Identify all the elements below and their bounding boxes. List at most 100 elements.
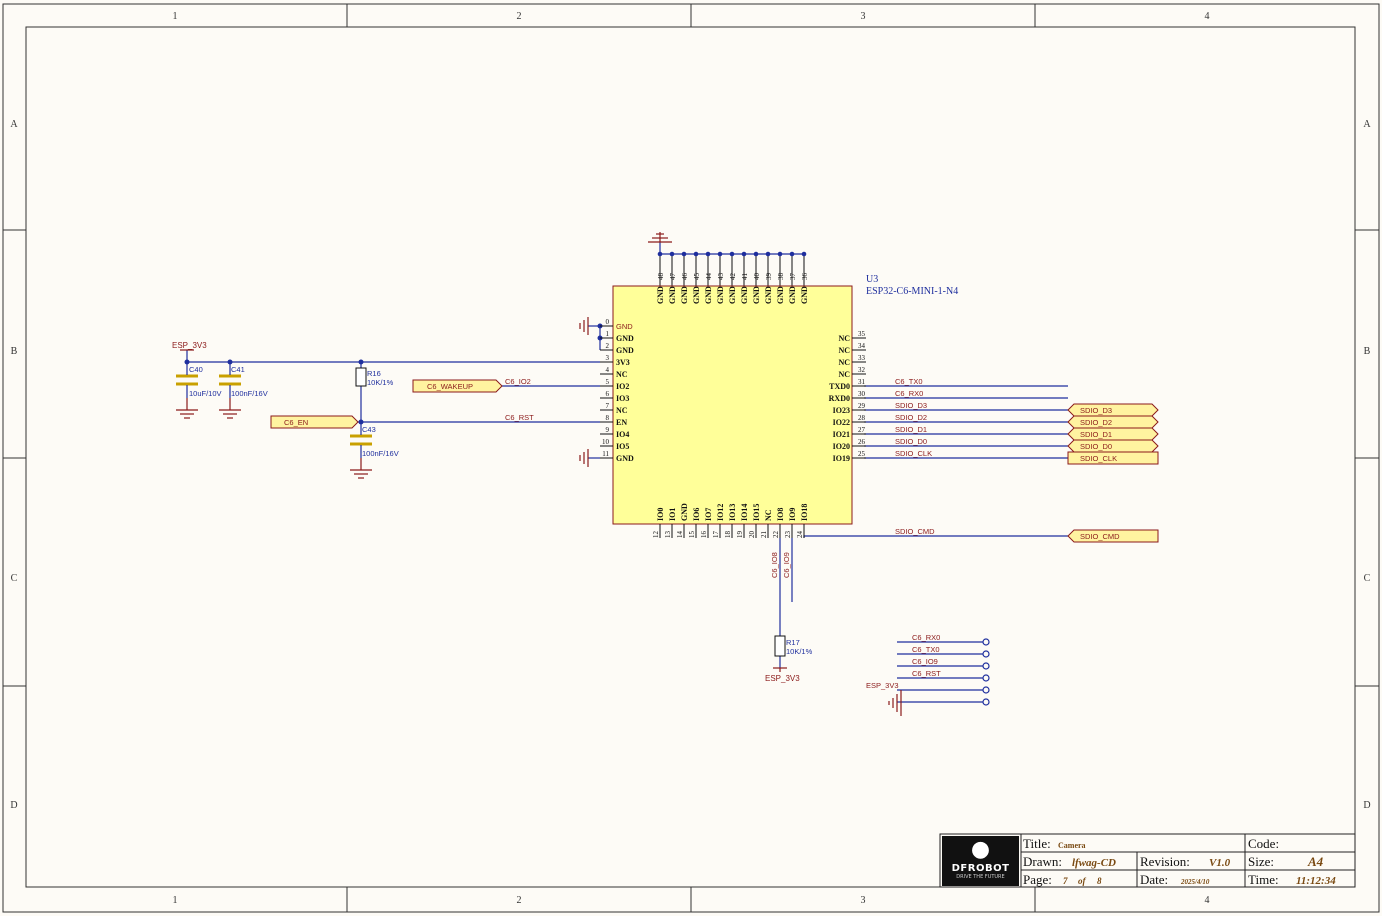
pin-name-right-32: NC xyxy=(838,370,850,379)
net-sdio-d0: SDIO_D0 xyxy=(895,437,927,446)
row-label-left-a: A xyxy=(10,119,18,130)
pin-num-left-2: 2 xyxy=(606,342,610,350)
drawn-label: Drawn: xyxy=(1023,854,1062,869)
pin-num-top-47: 47 xyxy=(669,273,677,281)
cap-c40-ref: C40 xyxy=(189,365,203,374)
pin-name-left-4: NC xyxy=(616,370,628,379)
junction-top-45 xyxy=(693,251,699,257)
pin-num-bottom-13: 13 xyxy=(664,531,672,539)
row-label-right-c: C xyxy=(1364,573,1371,584)
cap-c43-value: 100nF/16V xyxy=(362,449,399,458)
pin-name-left-6: IO3 xyxy=(616,394,629,403)
pin-name-right-29: IO23 xyxy=(833,406,850,415)
pin-num-left-6: 6 xyxy=(606,390,610,398)
pin-num-right-35: 35 xyxy=(858,330,866,338)
pin-num-right-31: 31 xyxy=(858,378,866,386)
junction-top-37 xyxy=(789,251,795,257)
time-label: Time: xyxy=(1248,872,1279,887)
pin-name-bottom-18: IO13 xyxy=(728,504,737,521)
pin-num-top-40: 40 xyxy=(753,273,761,281)
pin-name-top-45: GND xyxy=(692,286,701,304)
port-c6-wakeup-label: C6_WAKEUP xyxy=(427,382,473,391)
pin-num-right-26: 26 xyxy=(858,438,866,446)
pin-name-top-38: GND xyxy=(776,286,785,304)
col-label-bottom-3: 3 xyxy=(861,895,866,906)
power-flag-esp3v3-r17 xyxy=(773,667,787,672)
pin-num-right-25: 25 xyxy=(858,450,866,458)
pin-name-bottom-13: IO1 xyxy=(668,508,677,521)
pin-num-top-46: 46 xyxy=(681,273,689,281)
pin-name-top-40: GND xyxy=(752,286,761,304)
pin-name-right-35: NC xyxy=(838,334,850,343)
gnd-symbol-c41 xyxy=(219,398,241,419)
resistor-r17-body xyxy=(774,635,786,657)
pin-name-right-26: IO20 xyxy=(833,442,850,451)
test-header-label-4: C6_RST xyxy=(912,669,941,678)
port-sdio-d2-label: SDIO_D2 xyxy=(1080,418,1112,427)
net-gnd-pin0: GND xyxy=(616,322,633,331)
resistor-r17-ref: R17 xyxy=(786,638,800,647)
page-total: 8 xyxy=(1097,876,1102,886)
port-sdio-d3: SDIO_D3 xyxy=(1067,403,1159,417)
cap-c41-symbol xyxy=(219,374,241,386)
pin-name-bottom-24: IO18 xyxy=(800,504,809,521)
pin-name-right-34: NC xyxy=(838,346,850,355)
sheet-frame xyxy=(2,3,1380,913)
junction-top-38 xyxy=(777,251,783,257)
pin-num-left-4: 4 xyxy=(606,366,610,374)
pin-name-top-47: GND xyxy=(668,286,677,304)
junction-top-48 xyxy=(657,251,663,257)
pin-name-top-36: GND xyxy=(800,286,809,304)
logo-text: DFROBOT xyxy=(951,863,1010,874)
test-header-label-3: C6_IO9 xyxy=(912,657,938,666)
pin-num-bottom-19: 19 xyxy=(736,531,744,539)
pin-name-bottom-14: GND xyxy=(680,503,689,521)
pin-name-left-9: IO4 xyxy=(616,430,629,439)
pin-num-right-34: 34 xyxy=(858,342,866,350)
row-label-right-b: B xyxy=(1364,346,1371,357)
pin-num-bottom-12: 12 xyxy=(652,531,660,539)
pin-num-top-43: 43 xyxy=(717,273,725,281)
port-c6-wakeup: C6_WAKEUP xyxy=(412,379,503,393)
net-c6-rst: C6_RST xyxy=(505,413,534,422)
pin-name-left-5: IO2 xyxy=(616,382,629,391)
net-sdio-d3: SDIO_D3 xyxy=(895,401,927,410)
row-label-left-c: C xyxy=(11,573,18,584)
pin-num-right-27: 27 xyxy=(858,426,866,434)
pin-num-bottom-15: 15 xyxy=(688,531,696,539)
col-label-bottom-4: 4 xyxy=(1205,895,1210,906)
pin-num-left-8: 8 xyxy=(606,414,610,422)
pin-name-top-37: GND xyxy=(788,286,797,304)
net-sdio-d2: SDIO_D2 xyxy=(895,413,927,422)
pin-name-top-42: GND xyxy=(728,286,737,304)
revision-value: V1.0 xyxy=(1209,857,1231,869)
junction-top-47 xyxy=(669,251,675,257)
gnd-symbol-header xyxy=(888,690,902,716)
pin-name-top-43: GND xyxy=(716,286,725,304)
cap-c40-value: 10uF/10V xyxy=(189,389,222,398)
pin-name-right-27: IO21 xyxy=(833,430,850,439)
chip-part-number: ESP32-C6-MINI-1-N4 xyxy=(866,286,958,297)
top-pin-stubs xyxy=(659,254,805,286)
junction-top-36 xyxy=(801,251,807,257)
pin-num-top-36: 36 xyxy=(801,273,809,281)
pin-name-top-44: GND xyxy=(704,286,713,304)
pin-name-right-25: IO19 xyxy=(833,454,850,463)
net-c6-rx0: C6_RX0 xyxy=(895,389,923,398)
row-label-left-b: B xyxy=(11,346,18,357)
pin-num-right-33: 33 xyxy=(858,354,866,362)
junction-top-44 xyxy=(705,251,711,257)
pin-num-top-39: 39 xyxy=(765,273,773,281)
test-pad-2 xyxy=(982,650,990,658)
title-value: Camera xyxy=(1058,841,1086,850)
gnd-symbol-top xyxy=(648,232,672,243)
port-sdio-cmd-label: SDIO_CMD xyxy=(1080,532,1120,541)
junction-top-41 xyxy=(741,251,747,257)
pin-num-bottom-23: 23 xyxy=(784,531,792,539)
cap-c43-ref: C43 xyxy=(362,425,376,434)
dfrobot-logo: ● DFROBOT DRIVE THE FUTURE xyxy=(942,836,1019,886)
port-sdio-d0: SDIO_D0 xyxy=(1067,439,1159,453)
net-c6-io8: C6_IO8 xyxy=(770,552,779,578)
resistor-r16-value: 10K/1% xyxy=(367,378,394,387)
